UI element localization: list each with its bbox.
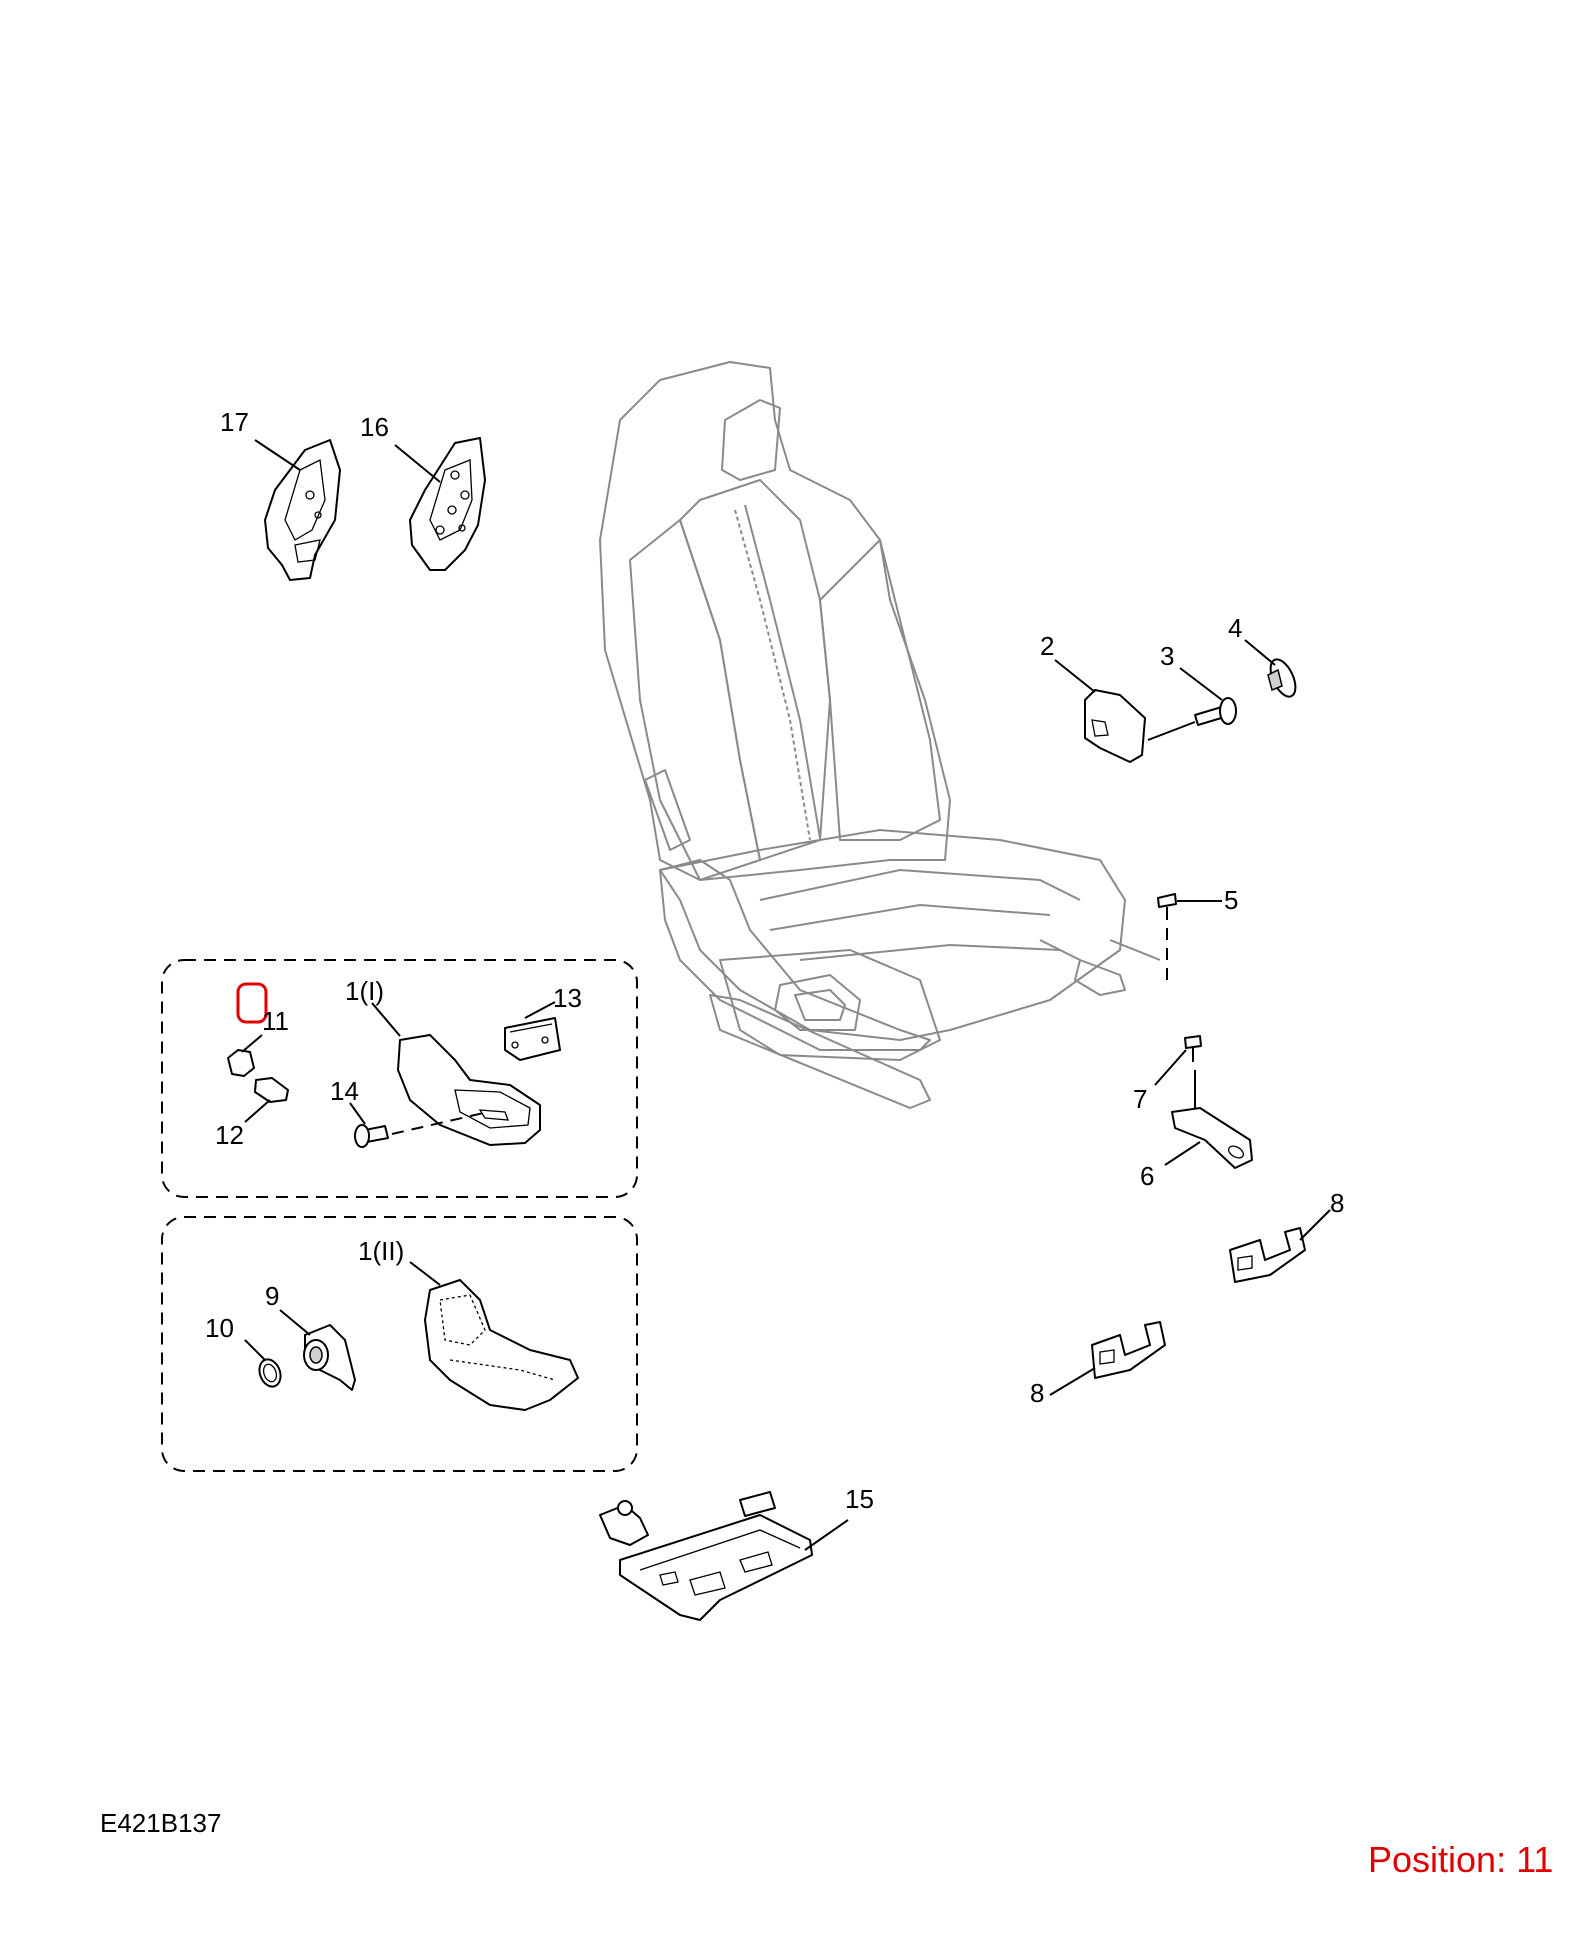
callout-1-ii: 1(II) [358,1236,404,1266]
detail-box-variant-i [161,959,638,1198]
leader-16 [394,444,441,483]
part-1-i [397,1034,541,1146]
callout-6: 6 [1140,1161,1154,1191]
leader-1-i [371,1002,401,1037]
leader-8-lower [1049,1367,1096,1396]
callout-16: 16 [360,412,389,442]
callout-7: 7 [1133,1084,1147,1114]
part-7 [1184,1035,1202,1062]
callout-5: 5 [1224,885,1238,915]
leader-3 [1179,667,1223,701]
part-15 [599,1491,813,1621]
callout-8-lower: 8 [1030,1378,1044,1408]
leader-9 [279,1309,311,1336]
seat-illustration [599,361,1161,1109]
leader-1-ii [409,1261,441,1286]
part-6 [1171,1107,1253,1169]
part-8-lower [1091,1321,1166,1379]
callout-17: 17 [220,407,249,437]
leader-17 [254,439,301,471]
part-16 [409,437,486,571]
diagram-code: E421B137 [100,1808,221,1838]
leader-2 [1054,659,1096,693]
part-4 [1267,658,1297,698]
part-12 [254,1077,289,1103]
leader-11 [241,1034,263,1053]
leader-10 [244,1339,266,1361]
part-17 [264,439,341,581]
callout-11: 11 [262,1006,289,1036]
position-label: Position: 11 [1368,1839,1553,1880]
callout-15: 15 [845,1484,874,1514]
leader-8-upper [1299,1209,1331,1241]
leader-6 [1164,1141,1201,1166]
part-14 [354,1124,389,1148]
part-2 [1084,689,1146,763]
part-1-ii [424,1279,579,1411]
part-11 [227,1049,255,1077]
leader-12 [244,1099,271,1123]
callout-14: 14 [330,1076,359,1106]
callout-4: 4 [1228,613,1242,643]
callout-12: 12 [215,1120,244,1150]
callout-2: 2 [1040,631,1054,661]
callout-10: 10 [205,1313,234,1343]
callout-9: 9 [265,1281,279,1311]
detail-box-variant-ii [161,1216,638,1472]
part-8-upper [1229,1227,1306,1283]
callout-3: 3 [1160,641,1174,671]
highlight-marker [236,982,268,1024]
callout-1-i: 1(I) [345,976,384,1006]
leader-13 [524,1001,556,1019]
part-5 [1157,893,1177,920]
leader-14 [349,1102,366,1125]
leader-15 [804,1519,849,1551]
leader-4 [1244,639,1276,666]
part-13 [504,1017,561,1061]
part-3 [1194,697,1237,726]
callout-13: 13 [553,983,582,1013]
leader-14-axis [391,1111,489,1135]
part-10 [258,1358,282,1388]
leader-7 [1154,1049,1187,1086]
leader-3-axis [1147,721,1196,741]
callout-8-upper: 8 [1330,1188,1344,1218]
part-9 [303,1324,356,1391]
